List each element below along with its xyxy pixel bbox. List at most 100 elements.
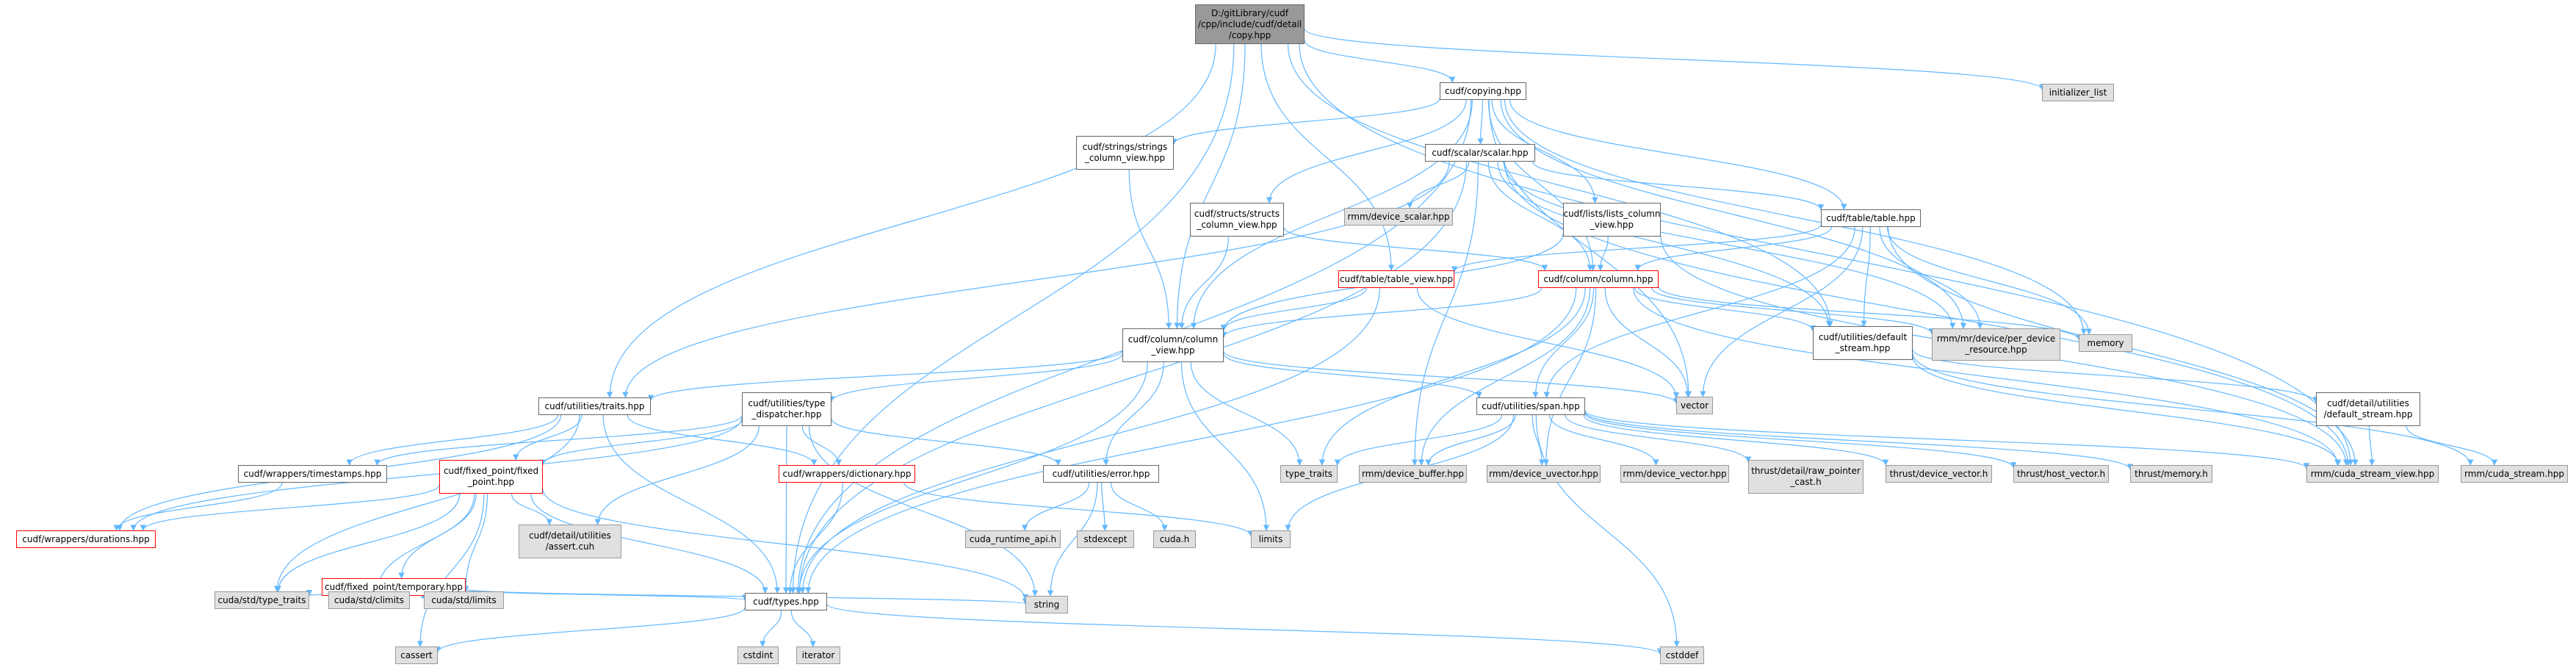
edge-default_stream-to-cuda_stream [1912,353,2474,466]
edge-root-to-column_view [1174,43,1246,329]
edge-structs_view-to-column [1283,227,1548,271]
node-type-dispatcher[interactable]: cudf/utilities/type _dispatcher.hpp [742,392,831,426]
edge-span-to-type_traits [1334,414,1503,466]
edge-detail_default_stream-to-cuda_stream_view [2368,425,2375,466]
edge-types-to-cassert [434,607,746,653]
node-iterator[interactable]: iterator [796,646,840,664]
edge-root-to-initializer_list [1304,28,2046,90]
node-column-hpp[interactable]: cudf/column/column.hpp [1538,270,1659,288]
edge-lists_view-to-column [1597,236,1609,271]
node-default-stream[interactable]: cudf/utilities/default _stream.hpp [1813,326,1913,360]
edge-root-to-table_view [1260,43,1395,271]
edge-span-to-raw_pointer_cast [1565,414,1752,463]
edge-fixed_point-to-climits [375,493,475,592]
edge-column-to-types [805,287,1577,594]
edge-fixed_point-to-assert_cuh [510,493,553,525]
node-thrust-host-vector[interactable]: thrust/host_vector.h [2013,465,2109,483]
edge-span-to-device_buffer [1425,414,1516,466]
node-cuda-h[interactable]: cuda.h [1153,530,1196,548]
edge-traits-to-timestamps [346,414,559,466]
edge-column_view-to-span [1223,353,1482,398]
node-dictionary[interactable]: cudf/wrappers/dictionary.hpp [779,465,915,483]
node-scalar-hpp[interactable]: cudf/scalar/scalar.hpp [1425,144,1535,162]
edge-column_view-to-type_traits [1190,361,1303,466]
edge-error-to-cuda_h [1110,482,1168,531]
edge-scalar-to-traits [622,161,1450,398]
node-device-buffer[interactable]: rmm/device_buffer.hpp [1359,465,1467,483]
node-vector[interactable]: vector [1676,397,1713,414]
node-table-hpp[interactable]: cudf/table/table.hpp [1821,209,1921,227]
node-limits[interactable]: limits [1251,530,1291,548]
node-device-scalar[interactable]: rmm/device_scalar.hpp [1344,208,1453,226]
edge-detail_default_stream-to-cuda_stream [2406,425,2498,466]
node-traits-hpp[interactable]: cudf/utilities/traits.hpp [538,397,651,415]
node-strings-column-view[interactable]: cudf/strings/strings _column_view.hpp [1076,136,1174,170]
node-thrust-device-vector[interactable]: thrust/device_vector.h [1886,465,1992,483]
node-cuda-runtime-api[interactable]: cuda_runtime_api.h [965,530,1061,548]
node-cuda-stream[interactable]: rmm/cuda_stream.hpp [2461,465,2568,483]
edge-scalar-to-per_device [1503,161,1956,329]
node-stdexcept[interactable]: stdexcept [1077,530,1134,548]
edge-span-to-cuda_stream_view [1584,410,2310,469]
edge-types-to-cstdint [760,610,782,647]
node-error-hpp[interactable]: cudf/utilities/error.hpp [1043,465,1159,483]
edge-table-to-default_stream [1861,226,1871,327]
edge-type_dispatcher-to-timestamps [374,415,743,466]
edge-fixed_point-to-string [542,489,1029,601]
edge-span-to-cstddef [1535,414,1680,647]
edge-column-to-type_traits [1318,287,1586,466]
edge-error-to-cuda_runtime_api [1022,482,1090,531]
edge-error-to-string [1047,482,1098,597]
node-copy-hpp[interactable]: D:/gitLibrary/cudf /cpp/include/cudf/det… [1195,4,1305,44]
edge-span-to-thrust_device_vector [1583,414,1889,466]
node-cassert[interactable]: cassert [395,646,438,664]
edge-type_dispatcher-to-assert_cuh [594,425,760,525]
node-lists-column-view[interactable]: cudf/lists/lists_column _view.hpp [1563,203,1661,237]
edge-scalar-to-cuda_stream_view [1504,161,2351,466]
edge-type_dispatcher-to-types [782,425,790,594]
node-fixed-point[interactable]: cudf/fixed_point/fixed _point.hpp [439,460,543,494]
edge-span-to-device_vector [1548,414,1659,466]
node-string[interactable]: string [1025,596,1068,613]
edge-column-to-vector [1604,287,1692,397]
node-thrust-memory[interactable]: thrust/memory.h [2130,465,2212,483]
edge-copying-to-structs_view [1266,99,1467,203]
node-detail-default-stream[interactable]: cudf/detail/utilities /default_stream.hp… [2316,392,2420,426]
node-std-type-traits[interactable]: cuda/std/type_traits [214,591,309,609]
edge-column_view-to-limits [1180,361,1270,531]
edge-column-to-span [1532,287,1595,398]
edge-table_view-to-vector [1416,287,1680,399]
node-durations[interactable]: cudf/wrappers/durations.hpp [16,530,156,548]
node-std-climits[interactable]: cuda/std/climits [328,591,410,609]
edge-temporary-to-types [465,589,748,601]
node-types-hpp[interactable]: cudf/types.hpp [745,593,827,610]
node-per-device-resource[interactable]: rmm/mr/device/per_device _resource.hpp [1932,328,2060,361]
edge-scalar-to-table [1532,161,1825,211]
node-table-view[interactable]: cudf/table/table_view.hpp [1338,270,1454,288]
node-type-traits[interactable]: type_traits [1280,465,1338,483]
node-structs-column-view[interactable]: cudf/structs/structs _column_view.hpp [1190,203,1284,237]
edge-column_view-to-type_dispatcher [828,353,1123,403]
node-raw-pointer-cast[interactable]: thrust/detail/raw_pointer _cast.h [1748,460,1864,494]
edge-fixed_point-to-cassert [416,493,485,647]
edge-column-to-column_view [1220,287,1543,339]
node-assert-cuh[interactable]: cudf/detail/utilities /assert.cuh [519,525,621,558]
node-std-limits[interactable]: cuda/std/limits [424,591,504,609]
node-span-hpp[interactable]: cudf/utilities/span.hpp [1476,397,1585,415]
edge-scalar-to-device_scalar [1407,161,1470,209]
edge-dictionary-to-limits [903,482,1255,537]
node-device-vector[interactable]: rmm/device_vector.hpp [1620,465,1729,483]
edge-error-to-stdexcept [1101,482,1108,531]
edge-scalar-to-types [796,161,1468,594]
node-timestamps[interactable]: cudf/wrappers/timestamps.hpp [238,465,387,483]
node-cstdint[interactable]: cstdint [737,646,779,664]
node-copying-hpp[interactable]: cudf/copying.hpp [1440,82,1526,100]
node-device-uvector[interactable]: rmm/device_uvector.hpp [1487,465,1601,483]
edge-column_view-to-traits [647,350,1123,401]
node-initializer-list[interactable]: initializer_list [2042,84,2114,101]
node-memory[interactable]: memory [2079,334,2132,352]
node-column-view[interactable]: cudf/column/column _view.hpp [1122,328,1224,362]
node-cuda-stream-view[interactable]: rmm/cuda_stream_view.hpp [2306,465,2439,483]
node-cstddef[interactable]: cstddef [1660,646,1704,664]
edge-traits-to-std_type_traits [273,414,580,592]
